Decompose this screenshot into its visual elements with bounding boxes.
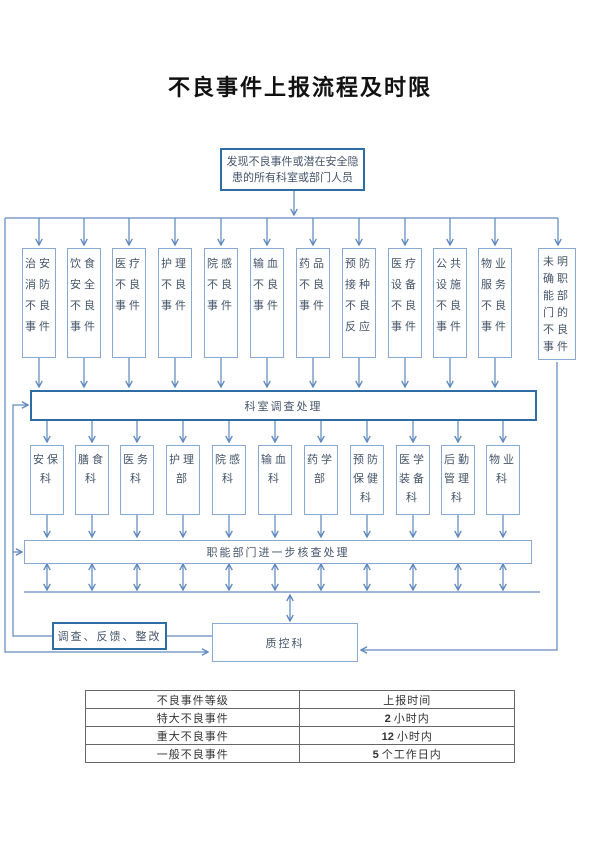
time-unit: 小时内 [393,712,430,725]
header-report-time: 上报时间 [299,690,515,709]
dept-review-box: 科室调查处理 [30,390,537,421]
event-box-food-safety: 饮食 安全 不良 事件 [67,248,101,358]
level-cell: 一般不良事件 [84,744,301,763]
event-box-drug: 药品 不良 事件 [296,248,330,358]
dept-box-property: 物业 科 [486,445,520,515]
dept-box-equipment: 医学 装备 科 [396,445,430,515]
dept-box-security: 安保 科 [30,445,64,515]
event-box-equipment: 医疗 设备 不良 事件 [388,248,422,358]
page-title: 不良事件上报流程及时限 [167,75,432,100]
event-box-security-fire: 治安 消防 不良 事件 [22,248,56,358]
dept-box-catering: 膳食 科 [75,445,109,515]
table-header-row: 不良事件等级 上报时间 [84,690,515,709]
dept-box-infection: 院感 科 [212,445,246,515]
level-cell: 特大不良事件 [84,708,301,727]
time-number: 2 [384,712,391,725]
func-review-box: 职能部门进一步核查处理 [24,540,532,564]
time-unit: 个工作日内 [381,748,442,761]
dept-box-pharmacy: 药学 部 [304,445,338,515]
source-box: 发现不良事件或潜在安全隐 患的所有科室或部门人员 [220,148,365,191]
dept-box-nursing: 护理 部 [166,445,200,515]
event-box-nursing: 护理 不良 事件 [158,248,192,358]
time-number: 5 [372,748,379,761]
time-number: 12 [381,730,394,743]
time-unit: 小时内 [396,730,433,743]
event-box-transfusion: 输血 不良 事件 [250,248,284,358]
dept-box-medical: 医务 科 [120,445,154,515]
dept-box-prevention: 预防 保健 科 [350,445,384,515]
event-box-facility: 公共 设施 不良 事件 [433,248,467,358]
feedback-box: 调查、反馈、整改 [52,622,167,650]
quality-control-box: 质控科 [212,623,358,662]
level-cell: 重大不良事件 [84,726,301,745]
event-box-vaccination: 预防 接种 不良 反应 [342,248,376,358]
event-box-unassigned: 未明 确职 能部 门的 不良 事件 [538,248,576,360]
dept-box-transfusion: 输血 科 [258,445,292,515]
event-box-infection: 院感 不良 事件 [204,248,238,358]
event-box-medical: 医疗 不良 事件 [112,248,146,358]
header-event-level: 不良事件等级 [84,690,301,709]
dept-box-logistics: 后勤 管理 科 [441,445,475,515]
event-box-property: 物业 服务 不良 事件 [478,248,512,358]
